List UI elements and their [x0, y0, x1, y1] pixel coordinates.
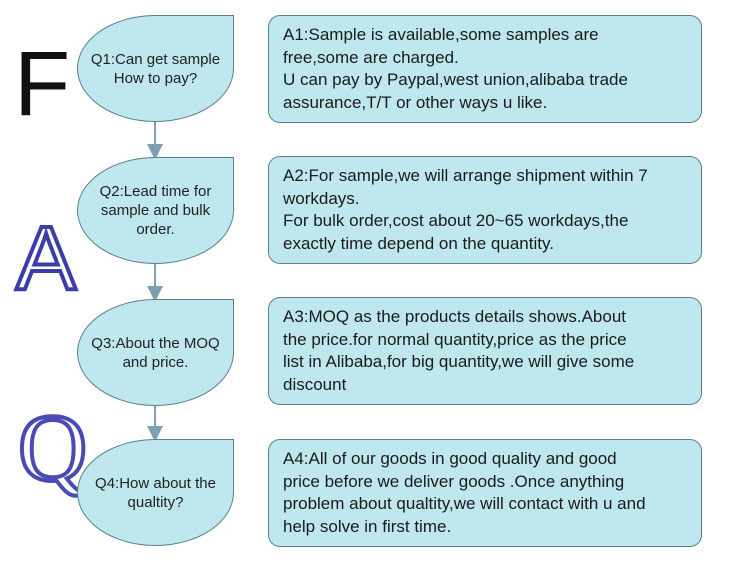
answer-4: A4:All of our goods in good quality and …: [268, 439, 702, 547]
answer-1: A1:Sample is available,some samples are …: [268, 15, 702, 123]
answer-1-text: A1:Sample is available,some samples are …: [283, 25, 628, 112]
question-1: Q1:Can get sample How to pay?: [77, 15, 234, 122]
question-3: Q3:About the MOQ and price.: [77, 299, 234, 406]
letter-a: A: [14, 209, 78, 309]
answer-2-text: A2:For sample,we will arrange shipment w…: [283, 166, 648, 253]
question-4-text: Q4:How about the qualtity?: [95, 474, 216, 511]
answer-4-text: A4:All of our goods in good quality and …: [283, 449, 646, 536]
answer-3: A3:MOQ as the products details shows.Abo…: [268, 297, 702, 405]
letter-f: F: [14, 33, 71, 135]
answer-2: A2:For sample,we will arrange shipment w…: [268, 156, 702, 264]
letter-q: Q: [16, 394, 89, 501]
question-4: Q4:How about the qualtity?: [77, 439, 234, 546]
question-1-text: Q1:Can get sample How to pay?: [90, 50, 221, 87]
question-2-text: Q2:Lead time for sample and bulk order.: [99, 183, 212, 238]
question-2: Q2:Lead time for sample and bulk order.: [77, 157, 234, 264]
answer-3-text: A3:MOQ as the products details shows.Abo…: [283, 307, 635, 394]
question-3-text: Q3:About the MOQ and price.: [91, 334, 220, 371]
